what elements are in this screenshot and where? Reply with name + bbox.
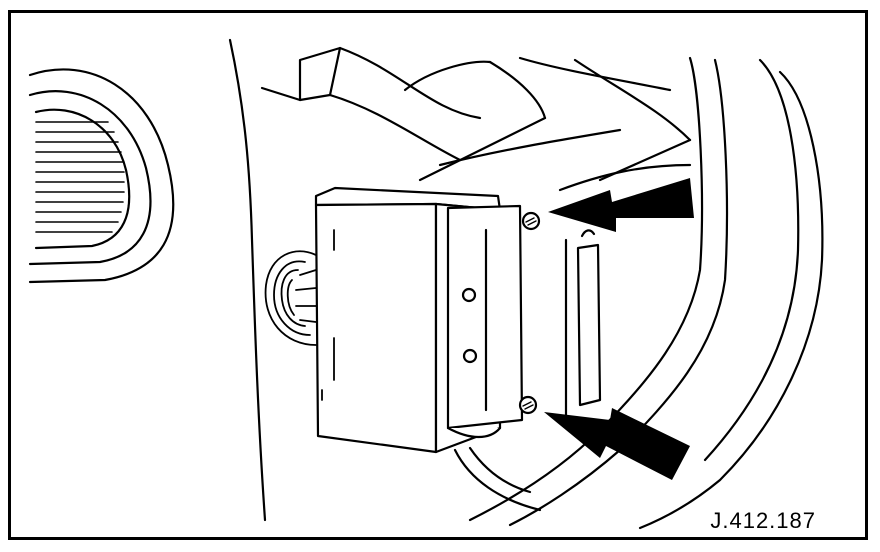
support-strut <box>564 229 602 422</box>
wiring-connector <box>264 250 317 346</box>
dashboard-panel <box>228 38 692 522</box>
vent-outer-ring <box>28 68 175 284</box>
arrow-upper <box>548 178 694 232</box>
air-vent <box>28 68 175 284</box>
control-unit <box>314 186 524 454</box>
vent-louvers <box>35 121 125 233</box>
mounting-screw-lower <box>518 395 538 415</box>
fixing-hole-lower <box>462 348 478 364</box>
trim-panel-right <box>468 56 824 530</box>
figure-reference-code: J.412.187 <box>710 508 816 533</box>
vent-mid-ring <box>28 90 152 266</box>
mounting-screw-upper <box>521 211 541 231</box>
arrow-lower <box>544 408 690 480</box>
fixing-hole-upper <box>461 287 477 303</box>
vent-inner-ring <box>34 108 131 250</box>
